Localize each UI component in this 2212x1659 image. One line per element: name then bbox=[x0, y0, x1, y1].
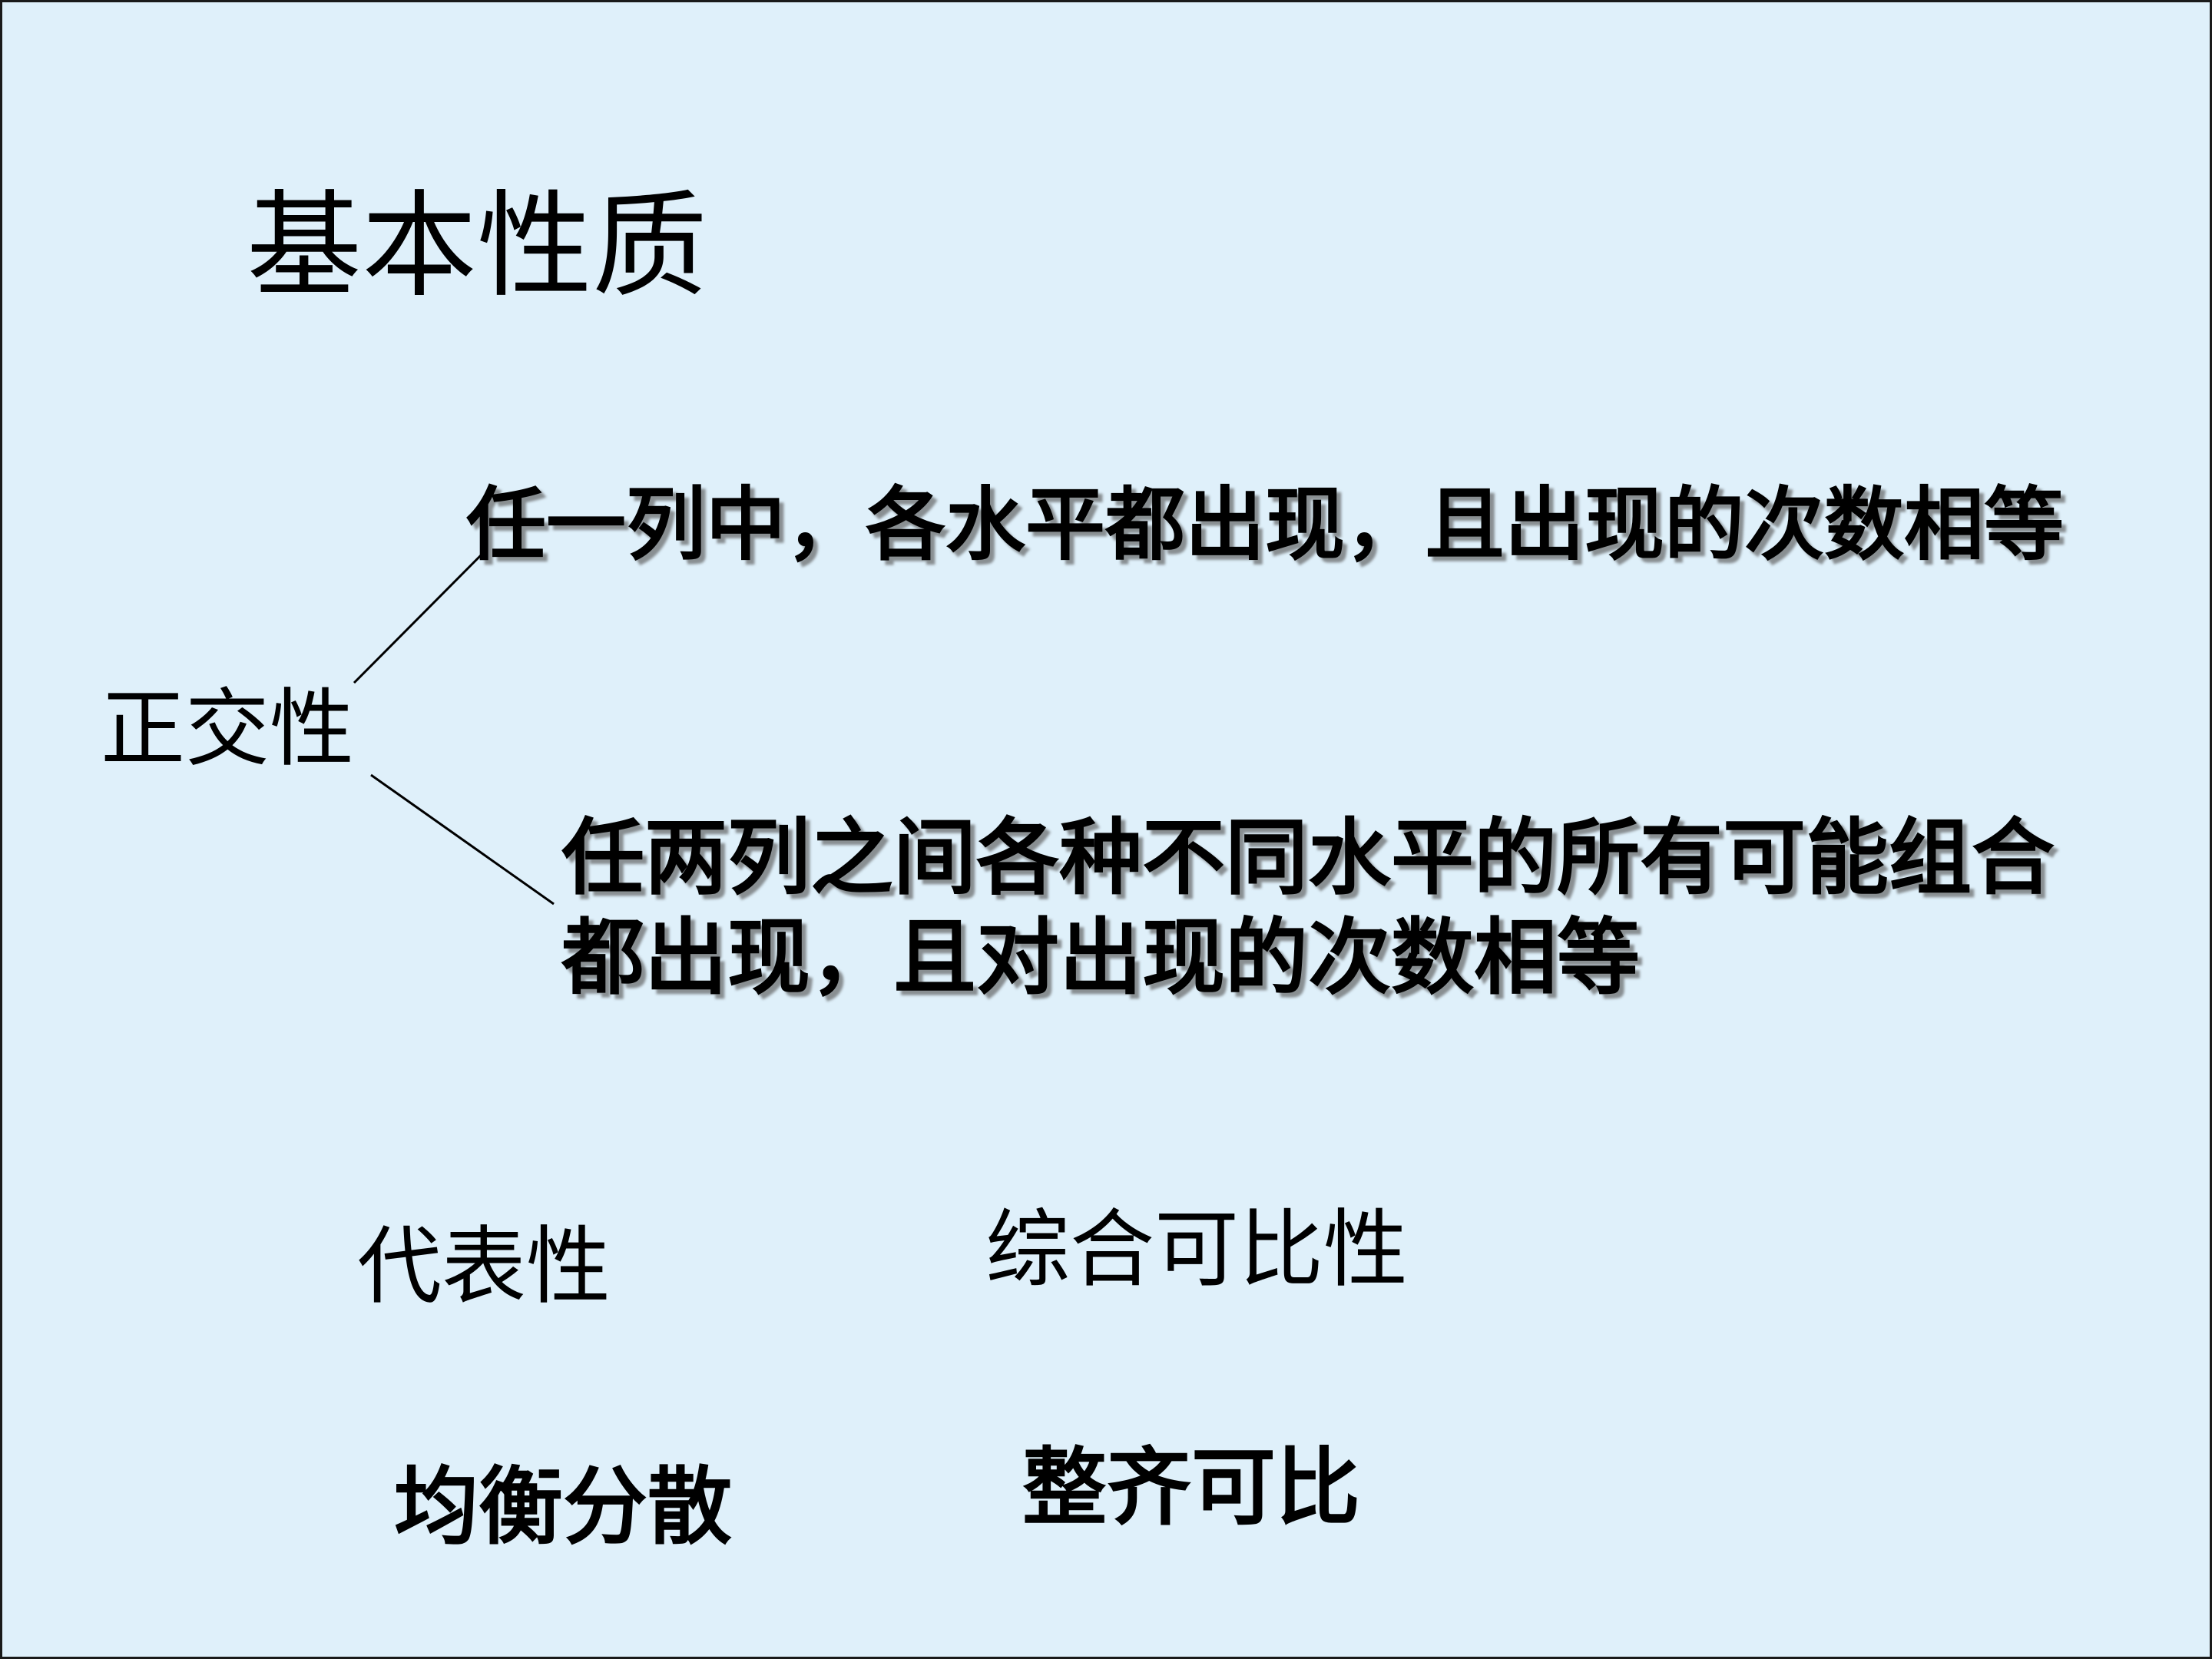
orthogonality-branch-2-line-1: 任两列之间各种不同水平的所有可能组合 bbox=[561, 810, 2055, 906]
orthogonality-branch-2-line-2: 都出现，且对出现的次数相等 bbox=[561, 909, 1641, 1006]
orthogonality-branch-1: 任一列中，各水平都出现，且出现的次数相等 bbox=[466, 478, 2065, 571]
balanced-dispersion-label: 均衡分散 bbox=[394, 1458, 732, 1556]
connector-line-lower bbox=[370, 773, 555, 906]
neat-comparability-label: 整齐可比 bbox=[1022, 1439, 1360, 1537]
slide-title: 基本性质 bbox=[247, 180, 708, 313]
orthogonality-branch-2: 任两列之间各种不同水平的所有可能组合 都出现，且对出现的次数相等 bbox=[561, 809, 2174, 1008]
comparability-label: 综合可比性 bbox=[985, 1200, 1408, 1299]
orthogonality-label: 正交性 bbox=[101, 680, 354, 778]
representativeness-label: 代表性 bbox=[357, 1217, 611, 1316]
connector-line-upper bbox=[353, 552, 484, 684]
